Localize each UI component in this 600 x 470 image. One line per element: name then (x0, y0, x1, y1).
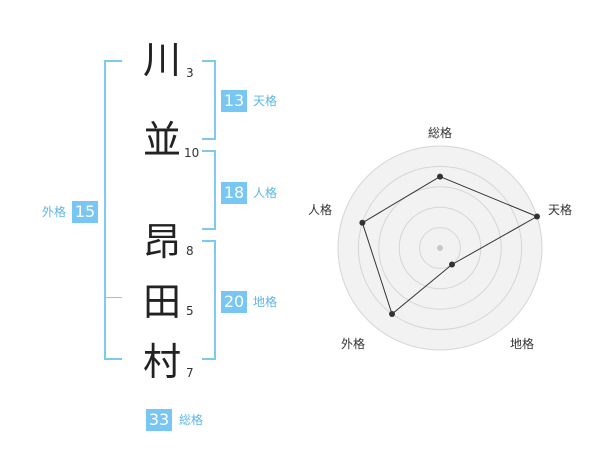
chikaku-bracket (202, 240, 216, 360)
radar-point-4 (389, 311, 396, 318)
jinkaku-label: 人格 (253, 186, 278, 200)
gaikaku-bracket (104, 60, 122, 360)
tenkaku-value: 13 (221, 90, 247, 112)
jinkaku-bracket (202, 150, 216, 230)
radar-ring (357, 165, 523, 331)
tenkaku-bracket (202, 60, 216, 140)
radar-axis-label-soukaku: 総格 (428, 126, 453, 140)
name-char-3: 昂 (142, 220, 181, 264)
stroke-count-2: 10 (184, 146, 200, 160)
stroke-count-1: 3 (186, 66, 194, 80)
chikaku-value: 20 (221, 291, 247, 313)
radar-point-2 (534, 213, 541, 220)
tenkaku-label: 天格 (253, 94, 278, 108)
radar-axis-label-gaikaku: 外格 (341, 337, 366, 351)
radar-point-1 (437, 173, 443, 180)
radar-center-dot (437, 245, 443, 251)
radar-axis-label-tenkaku: 天格 (548, 203, 573, 217)
jinkaku-value: 18 (221, 182, 247, 204)
name-char-5: 村 (142, 340, 181, 384)
gaikaku-bracket-tick (104, 297, 122, 298)
radar-series-line (361, 176, 539, 315)
radar-point-3 (448, 261, 455, 268)
radar-axis-label-chikaku: 地格 (510, 337, 535, 351)
gaikaku-value: 15 (72, 201, 98, 223)
name-char-1: 川 (142, 38, 181, 82)
gaikaku-label: 外格 (42, 205, 67, 219)
chikaku-label: 地格 (253, 295, 278, 309)
stroke-count-3: 8 (186, 244, 194, 258)
radar-ring (419, 227, 461, 269)
soukaku-label: 総格 (179, 413, 204, 427)
stroke-count-4: 5 (186, 304, 194, 318)
radar-ring (378, 186, 502, 310)
name-char-4: 田 (142, 280, 181, 324)
radar-point-5 (359, 219, 366, 226)
radar-axis-label-jinkaku: 人格 (308, 203, 333, 217)
name-char-2: 並 (142, 118, 181, 162)
stroke-count-5: 7 (186, 366, 194, 380)
soukaku-value: 33 (146, 409, 172, 431)
